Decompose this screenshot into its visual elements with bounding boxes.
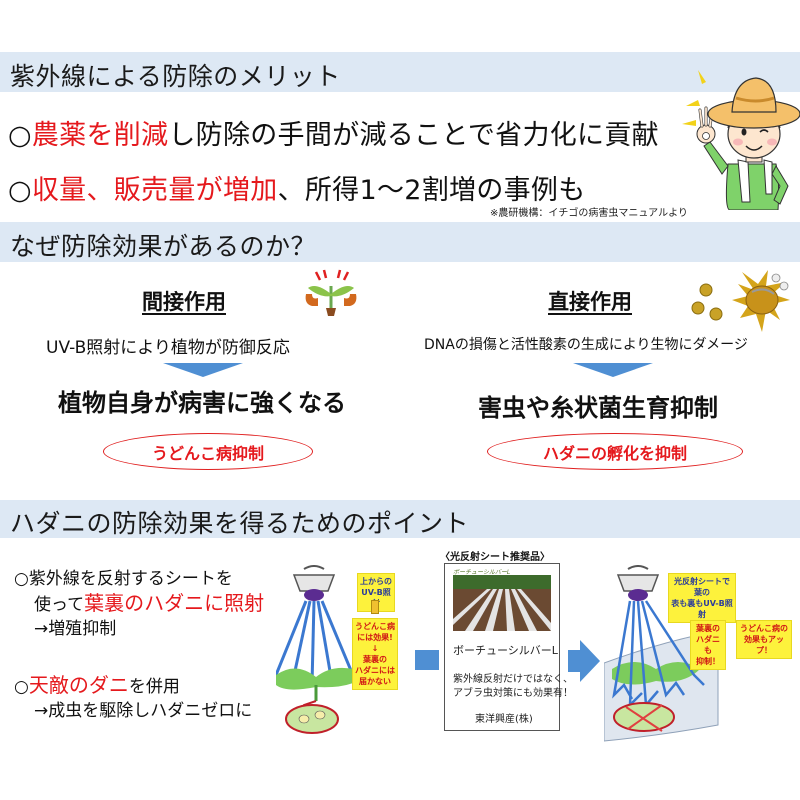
callout-line: ハダニには: [355, 666, 395, 675]
callout-line: ↓: [371, 644, 379, 653]
product-name: ボーチューシルバーL: [453, 644, 558, 657]
source-note: ※農研機構：イチゴの病害虫マニュアルより: [490, 208, 688, 219]
down-arrow-small: [371, 600, 379, 614]
effect-label: ハダニの孵化を抑制: [542, 443, 687, 463]
callout-line: 光反射シートで葉の: [674, 577, 730, 597]
section-title-merits: 紫外線による防除のメリット: [10, 62, 341, 91]
product-photo-label: ボーチューシルバーL: [453, 569, 511, 576]
merit-text-1: し防除の手間が減ることで省力化に貢献: [168, 120, 659, 151]
effect-badge-mite-hatching: ハダニの孵化を抑制: [487, 433, 743, 470]
callout-mildew-effect-up: うどんこ病の 効果もアップ！: [736, 620, 792, 659]
callout-line: 抑制！: [696, 657, 720, 666]
indirect-effect-result: 植物自身が病害に強くなる: [58, 389, 346, 417]
damaged-mite-icon: [691, 270, 790, 332]
callout-line: うどんこ病: [355, 622, 395, 631]
callout-line: 葉裏の: [696, 624, 720, 633]
section-header-merits: [0, 52, 800, 92]
callout-line: 表も裏もUV-B照射: [671, 599, 733, 619]
effect-badge-powdery-mildew: うどんこ病抑制: [103, 433, 313, 470]
callout-line: 葉裏の: [363, 655, 387, 664]
indirect-effect-heading: 間接作用: [142, 290, 226, 314]
merit-highlight-2: 収量、販売量が増加: [31, 175, 278, 206]
uv-lamp-with-sheet-diagram: [604, 565, 719, 742]
callout-mites-suppressed: 葉裏の ハダニも 抑制！: [690, 620, 726, 670]
section-title-why: なぜ防除効果があるのか？: [10, 232, 317, 261]
point-1-highlight: 葉裏のハダニに照射: [84, 591, 265, 615]
callout-line: には効果!: [357, 633, 393, 642]
direct-effect-heading: 直接作用: [548, 290, 632, 314]
point-2: ○天敵のダニを併用 →成虫を駆除しハダニゼロに: [14, 673, 252, 723]
direct-effect-description: DNAの損傷と活性酸素の生成により生物にダメージ: [424, 337, 748, 353]
flow-arrow-head: [568, 640, 600, 682]
point-2-highlight: 天敵のダニ: [28, 673, 129, 697]
flow-arrow-body: [415, 650, 439, 670]
indirect-effect-description: UV-B照射により植物が防御反応: [46, 338, 290, 358]
bullet-marker: ○: [8, 120, 32, 151]
point-2-result: →成虫を駆除しハダニゼロに: [34, 701, 253, 721]
product-field-photo: [453, 575, 551, 631]
section-title-points: ハダニの防除効果を得るためのポイント: [10, 509, 470, 538]
merit-highlight-1: 農薬を削減: [31, 120, 169, 151]
callout-line: 効果もアップ！: [744, 635, 784, 655]
product-description-line-1: 紫外線反射だけではなく、: [453, 674, 573, 685]
product-caption: 〈光反射シート推奨品〉: [440, 552, 550, 563]
point-1-line-1: ○紫外線を反射するシートを: [14, 569, 233, 589]
merit-bullet-2: ○収量、販売量が増加、所得1～2割増の事例も: [8, 168, 586, 207]
point-1-result: →増殖抑制: [34, 619, 117, 639]
product-card: ボーチューシルバーL ボーチューシルバーL 紫外線反射だけではなく、 アブラ虫対…: [444, 563, 573, 731]
callout-line: うどんこ病の: [740, 624, 788, 633]
direct-effect-result: 害虫や糸状菌生育抑制: [478, 394, 718, 422]
point-1: ○紫外線を反射するシートを 使って葉裏のハダニに照射 →増殖抑制: [14, 567, 264, 641]
down-arrow-left: [163, 363, 243, 377]
callout-line: 届かない: [359, 677, 391, 686]
product-maker: 東洋興産(株): [475, 714, 533, 725]
section-header-why: [0, 222, 800, 262]
point-1-prefix: 使って: [34, 595, 85, 615]
merit-bullet-1: ○農薬を削減し防除の手間が減ることで省力化に貢献: [8, 113, 659, 152]
callout-both-sides-irradiated: 光反射シートで葉の 表も裏もUV-B照射: [668, 573, 736, 623]
callout-line: 上からの: [360, 577, 392, 586]
callout-line: ハダニも: [696, 635, 720, 655]
merit-text-2: 、所得1～2割増の事例も: [277, 175, 586, 206]
bullet-marker: ○: [8, 175, 32, 206]
bullet-marker: ○: [14, 677, 29, 697]
product-description-line-2: アブラ虫対策にも効果有！: [453, 688, 573, 699]
farmer-ok-sign-icon: [682, 70, 800, 210]
strong-plant-icon: [305, 269, 357, 316]
callout-leaf-underside-unreached: うどんこ病 には効果! ↓ 葉裏の ハダニには 届かない: [352, 618, 398, 690]
effect-label: うどんこ病抑制: [151, 443, 264, 463]
point-2-text: を併用: [128, 677, 180, 697]
down-arrow-right: [573, 363, 653, 377]
section-header-points: [0, 500, 800, 538]
